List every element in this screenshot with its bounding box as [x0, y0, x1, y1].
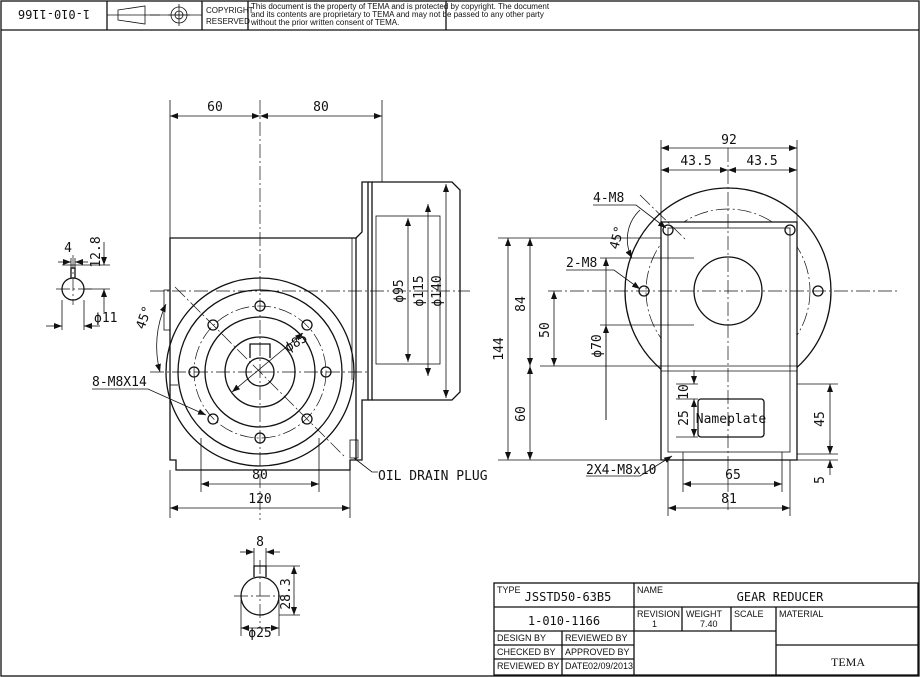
notice-line-2: and its contents are proprietary to TEMA… [251, 10, 544, 19]
dim-92: 92 [721, 133, 737, 148]
scale-label: SCALE [734, 609, 764, 619]
dim-phi95: ϕ95 [392, 279, 407, 302]
label-4-m8: 4-M8 [593, 191, 624, 206]
bolt-hole-label: 8-M8X14 [92, 375, 147, 390]
dim-84: 84 [514, 296, 529, 312]
revision-label: REVISION [637, 609, 680, 619]
dim-43-5-right: 43.5 [746, 154, 777, 169]
name-label: NAME [637, 585, 663, 595]
bore-detail: 8 28.3 ϕ25 [234, 535, 300, 641]
nameplate-label: Nameplate [696, 412, 767, 427]
dim-8-bore: 8 [256, 535, 264, 550]
front-view: OIL DRAIN PLUG 60 80 [92, 100, 488, 520]
dim-50: 50 [538, 322, 553, 338]
dim-phi25: ϕ25 [248, 626, 271, 641]
projection-symbol-icon [117, 4, 190, 26]
reviewed-by-label-1: REVIEWED BY [565, 633, 628, 643]
name-value: GEAR REDUCER [737, 590, 824, 604]
header-drawing-number: 1-010-1166 [18, 7, 90, 21]
dim-43-5-left: 43.5 [680, 154, 711, 169]
title-drawing-number: 1-010-1166 [528, 614, 600, 628]
dim-phi115: ϕ115 [412, 275, 427, 306]
checked-by-label: CHECKED BY [497, 647, 556, 657]
dim-12-8: 12.8 [89, 236, 104, 267]
dim-60-front: 60 [207, 100, 223, 115]
material-label: MATERIAL [779, 609, 823, 619]
copyright-line-1: COPYRIGHT [206, 6, 254, 15]
dim-80-front-top: 80 [313, 100, 329, 115]
date-label: DATE [565, 661, 588, 671]
copyright-line-2: RESERVED [206, 17, 250, 26]
revision-value: 1 [652, 619, 657, 629]
dim-phi11: ϕ11 [94, 311, 117, 326]
reviewed-by-label-2: REVIEWED BY [497, 661, 560, 671]
dim-10: 10 [677, 384, 692, 400]
weight-value: 7.40 [700, 619, 718, 629]
dim-phi140: ϕ140 [430, 275, 445, 306]
dim-4-shaft: 4 [64, 241, 72, 256]
dim-28-3: 28.3 [279, 578, 294, 609]
notice-line-3: without the prior written consent of TEM… [250, 18, 399, 27]
label-2-m8: 2-M8 [566, 256, 597, 271]
design-by-label: DESIGN BY [497, 633, 546, 643]
dim-65: 65 [725, 468, 741, 483]
label-2x4-m8x10: 2X4-M8x10 [586, 463, 656, 478]
shaft-section-detail: 12.8 4 ϕ11 [46, 236, 117, 330]
dim-144: 144 [492, 337, 507, 361]
notice-line-1: This document is the property of TEMA an… [251, 2, 550, 11]
dim-45: 45 [813, 411, 828, 427]
header-strip: 1-010-1166 COPYRIGHT RESERVED This docum… [18, 1, 550, 30]
dim-phi85: ϕ85 [283, 331, 311, 356]
dim-60-right: 60 [514, 406, 529, 422]
dim-phi70: ϕ70 [590, 334, 605, 357]
oil-drain-label: OIL DRAIN PLUG [378, 469, 488, 484]
dim-120-front: 120 [248, 492, 271, 507]
angle-45-front: 45° [134, 304, 156, 331]
dim-81: 81 [721, 492, 737, 507]
type-label: TYPE [497, 585, 521, 595]
dim-25: 25 [677, 410, 692, 426]
right-view: Nameplate 92 43.5 43.5 4-M8 45° 2-M8 144… [492, 133, 900, 516]
dim-5: 5 [813, 476, 828, 484]
date-value: 02/09/2013 [588, 661, 633, 671]
type-value: JSSTD50-63B5 [525, 590, 612, 604]
weight-label: WEIGHT [686, 609, 722, 619]
approved-by-label: APPROVED BY [565, 647, 630, 657]
dim-80-front-bottom: 80 [252, 468, 268, 483]
title-block: TYPE JSSTD50-63B5 NAME GEAR REDUCER 1-01… [493, 582, 919, 676]
company-name: TEMA [831, 655, 865, 669]
